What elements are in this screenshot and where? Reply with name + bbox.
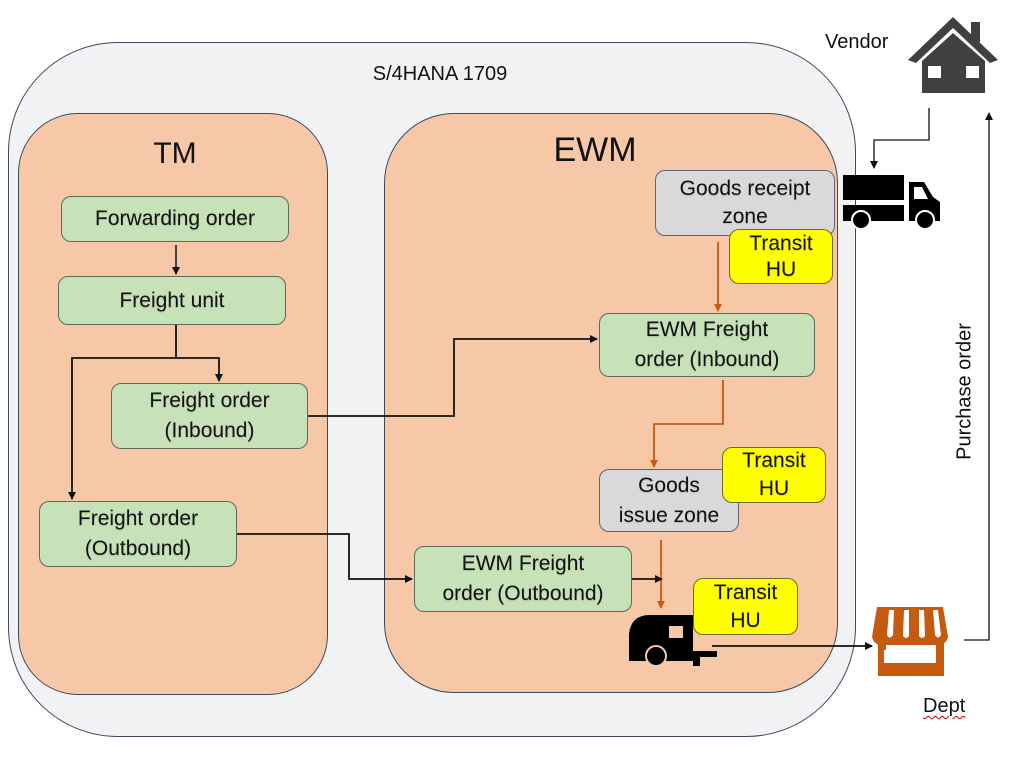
transit-hu-issue[interactable]: Transit HU — [722, 447, 826, 503]
gi-zone-line2: issue zone — [618, 503, 720, 527]
tm-fo-outbound-line2: (Outbound) — [84, 537, 192, 560]
freight-unit-label: Freight unit — [119, 288, 225, 312]
arrow-vendor-to-truck — [870, 108, 930, 169]
tm-fo-inbound-line2: (Inbound) — [164, 419, 255, 442]
tm-title: TM — [153, 137, 197, 170]
transit-hu-inbound[interactable]: Transit HU — [729, 229, 833, 284]
tm-freight-order-outbound-box[interactable]: Freight order (Outbound) — [39, 501, 237, 567]
transit-hu-line1: Transit — [713, 580, 778, 604]
system-title: S/4HANA 1709 — [372, 63, 508, 85]
ewm-title: EWM — [553, 131, 637, 169]
ewm-freight-order-outbound-box[interactable]: EWM Freight order (Outbound) — [414, 546, 632, 612]
gr-zone-line1: Goods receipt — [679, 177, 811, 200]
ewm-fo-inbound-line2: order (Inbound) — [634, 348, 780, 371]
house-icon — [908, 17, 998, 93]
truck-icon — [843, 175, 940, 230]
tm-freight-order-inbound-box[interactable]: Freight order (Inbound) — [111, 383, 308, 449]
arrow-purchase-order — [964, 112, 993, 641]
arrow-tm-outbound-to-ewm-outbound — [237, 533, 413, 583]
store-icon — [872, 607, 948, 676]
transit-hu-line2: HU — [730, 608, 761, 632]
tm-fo-outbound-line1: Freight order — [77, 507, 199, 530]
tm-fo-inbound-line1: Freight order — [149, 389, 270, 412]
freight-unit-box[interactable]: Freight unit — [58, 276, 286, 325]
transit-hu-line1: Transit — [742, 449, 806, 472]
trailer-icon — [629, 615, 717, 667]
arrow-freight-unit-to-fo-outbound — [68, 357, 176, 500]
ewm-fo-inbound-line1: EWM Freight — [645, 318, 769, 341]
dept-label: Dept — [923, 695, 966, 717]
ewm-fo-outbound-line2: order (Outbound) — [442, 582, 604, 605]
arrow-ewm-inbound-to-gi-zone — [650, 380, 724, 468]
goods-receipt-zone-box[interactable]: Goods receipt zone — [655, 170, 835, 236]
vendor-label: Vendor — [825, 31, 889, 53]
arrow-freight-unit-to-fo-inbound — [175, 325, 223, 382]
transit-hu-line1: Transit — [749, 231, 813, 255]
gi-zone-line1: Goods — [638, 473, 700, 497]
ewm-freight-order-inbound-box[interactable]: EWM Freight order (Inbound) — [599, 313, 815, 377]
transit-hu-line2: HU — [765, 257, 797, 281]
gr-zone-line2: zone — [722, 205, 768, 228]
transit-hu-line2: HU — [758, 477, 790, 500]
forwarding-order-label: Forwarding order — [95, 207, 255, 230]
transit-hu-outbound[interactable]: Transit HU — [693, 578, 798, 635]
arrow-tm-inbound-to-ewm-inbound — [308, 335, 598, 417]
ewm-fo-outbound-line1: EWM Freight — [461, 552, 585, 575]
forwarding-order-box[interactable]: Forwarding order — [61, 196, 289, 242]
